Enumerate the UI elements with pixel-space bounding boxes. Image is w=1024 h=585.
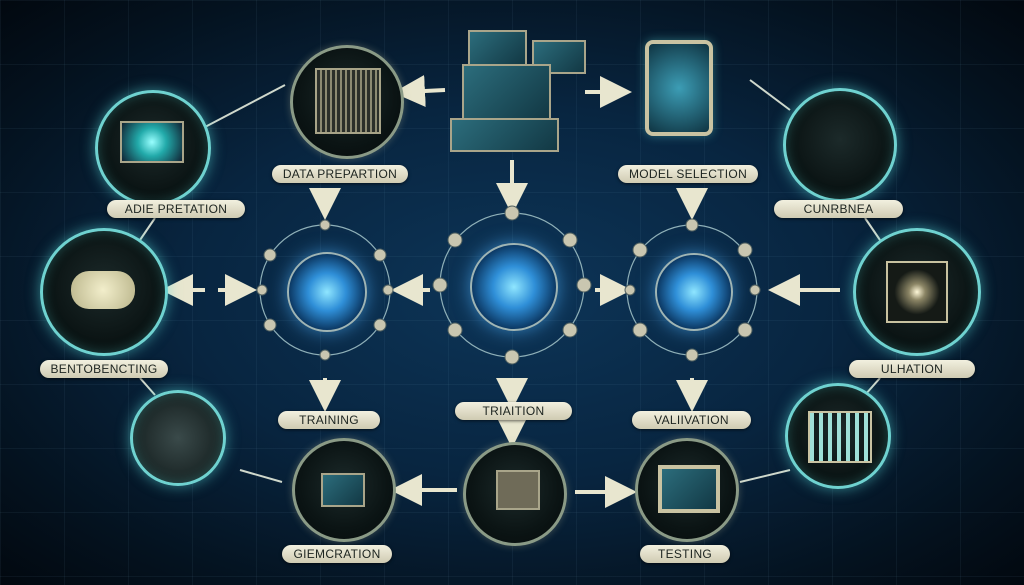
network-node xyxy=(783,88,897,202)
computer-icon xyxy=(496,470,540,510)
label-cunrbnea: CUNRBNEA xyxy=(774,200,903,218)
arrow-to-data-prep xyxy=(393,75,446,107)
monitor-icon xyxy=(658,465,720,513)
bar-chart-icon xyxy=(808,411,872,463)
testing-node xyxy=(635,438,739,542)
label-triaition: TRIAITION xyxy=(455,402,572,420)
laptop-icon xyxy=(120,121,184,163)
generation-node xyxy=(292,438,396,542)
dashboard-screens xyxy=(450,30,586,152)
label-testing: TESTING xyxy=(640,545,730,563)
server-rack-icon xyxy=(315,68,381,134)
label-ulhation: ULHATION xyxy=(849,360,975,378)
sculpture-icon xyxy=(71,271,135,309)
triaition-node xyxy=(463,442,567,546)
data-prep-hub xyxy=(287,252,367,332)
label-data-preparation: DATA PREPARTION xyxy=(272,165,408,183)
tablet-icon xyxy=(645,40,713,136)
label-giemcration: GIEMCRATION xyxy=(282,545,392,563)
model-hub xyxy=(655,253,733,331)
monitor-icon xyxy=(321,473,365,507)
label-model-selection: MODEL SELECTION xyxy=(618,165,758,183)
laptop-node xyxy=(95,90,211,206)
label-training: TRAINING xyxy=(278,411,380,429)
server-node xyxy=(290,45,404,159)
central-hub xyxy=(470,243,558,331)
particle-node xyxy=(130,390,226,486)
label-bentobencting: BENTOBENCTING xyxy=(40,360,168,378)
label-adie-pretation: ADIE PRETATION xyxy=(107,200,245,218)
chip-icon xyxy=(886,261,948,323)
chip-node xyxy=(853,228,981,356)
sculpture-node xyxy=(40,228,168,356)
label-valiivation: VALIIVATION xyxy=(632,411,751,429)
chart-node xyxy=(785,383,891,489)
